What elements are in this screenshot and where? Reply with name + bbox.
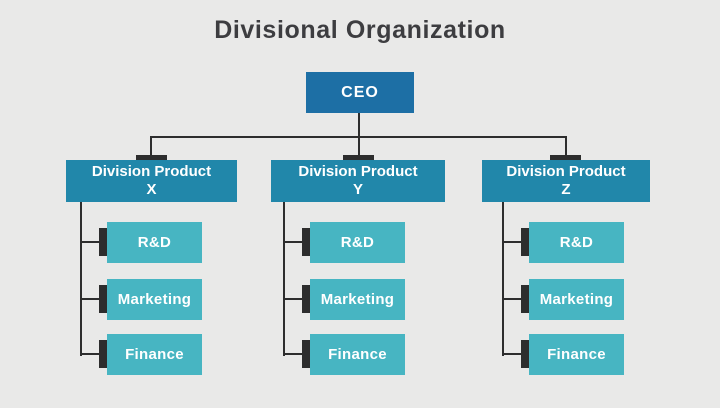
- dept-tab-y-finance: [302, 340, 310, 368]
- connector-branch-y-rd: [283, 241, 303, 243]
- dept-box-z-rd: R&D: [529, 222, 624, 263]
- dept-tab-z-finance: [521, 340, 529, 368]
- dept-box-y-finance: Finance: [310, 334, 405, 375]
- connector-branch-y-marketing: [283, 298, 303, 300]
- division-x-label: Division Product X: [91, 163, 212, 198]
- dept-box-z-finance: Finance: [529, 334, 624, 375]
- connector-branch-x-marketing: [80, 298, 100, 300]
- dept-tab-x-rd: [99, 228, 107, 256]
- dept-tab-y-marketing: [302, 285, 310, 313]
- division-box-z: Division Product Z: [482, 160, 650, 202]
- connector-branch-y-finance: [283, 353, 303, 355]
- division-y-top-tab: [343, 155, 374, 162]
- dept-box-z-marketing: Marketing: [529, 279, 624, 320]
- ceo-label: CEO: [341, 83, 379, 101]
- dept-tab-x-marketing: [99, 285, 107, 313]
- connector-ceo-stem: [358, 113, 360, 157]
- dept-box-x-finance: Finance: [107, 334, 202, 375]
- dept-tab-z-rd: [521, 228, 529, 256]
- division-z-top-tab: [550, 155, 581, 162]
- connector-branch-x-finance: [80, 353, 100, 355]
- connector-drop-right: [565, 136, 567, 157]
- connector-branch-z-marketing: [502, 298, 522, 300]
- division-box-x: Division Product X: [66, 160, 237, 202]
- division-box-y: Division Product Y: [271, 160, 445, 202]
- ceo-box: CEO: [306, 72, 414, 113]
- dept-box-y-marketing: Marketing: [310, 279, 405, 320]
- connector-top-horizontal: [150, 136, 567, 138]
- connector-stem-y: [283, 202, 285, 356]
- dept-tab-z-marketing: [521, 285, 529, 313]
- dept-tab-x-finance: [99, 340, 107, 368]
- dept-box-x-marketing: Marketing: [107, 279, 202, 320]
- division-z-label: Division Product Z: [506, 163, 626, 198]
- division-x-top-tab: [136, 155, 167, 162]
- dept-box-y-rd: R&D: [310, 222, 405, 263]
- connector-stem-x: [80, 202, 82, 356]
- dept-tab-y-rd: [302, 228, 310, 256]
- connector-branch-z-finance: [502, 353, 522, 355]
- connector-branch-x-rd: [80, 241, 100, 243]
- connector-branch-z-rd: [502, 241, 522, 243]
- connector-stem-z: [502, 202, 504, 356]
- division-y-label: Division Product Y: [298, 163, 418, 198]
- page-title: Divisional Organization: [214, 16, 506, 44]
- connector-drop-left: [150, 136, 152, 157]
- dept-box-x-rd: R&D: [107, 222, 202, 263]
